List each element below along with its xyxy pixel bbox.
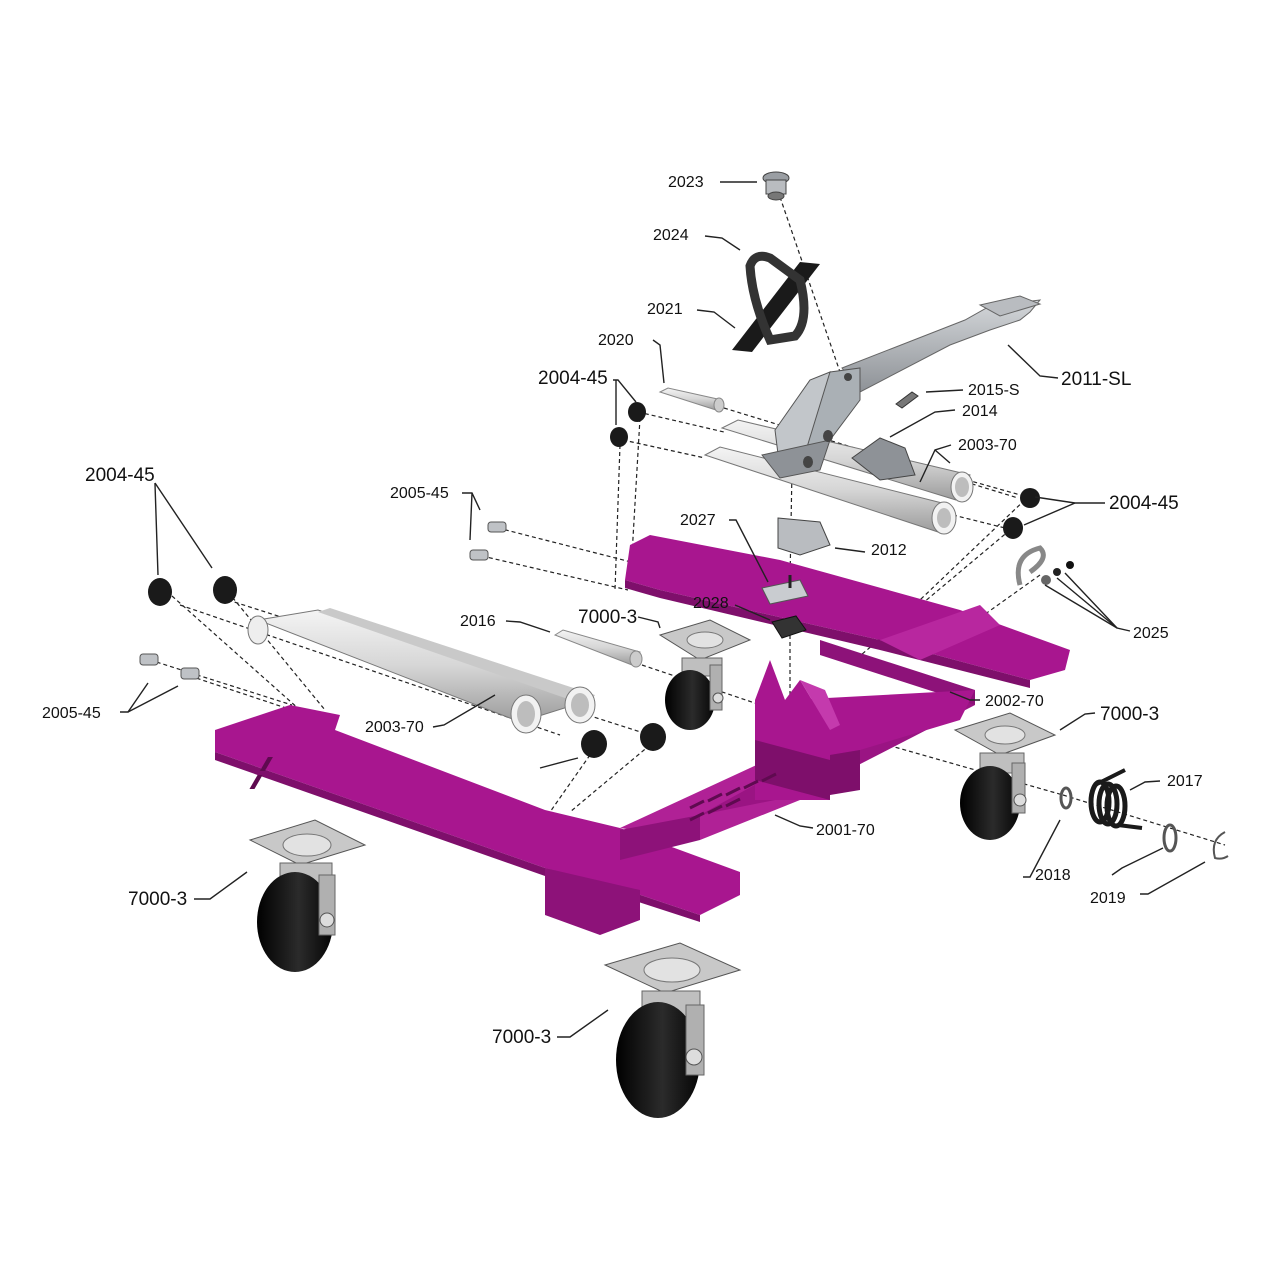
hook-icon bbox=[1015, 545, 1074, 586]
label-2002-70: 2002-70 bbox=[985, 693, 1044, 710]
label-2004-45: 2004-45 bbox=[538, 368, 608, 389]
leader-lines bbox=[120, 181, 1206, 1038]
label-2003-70: 2003-70 bbox=[365, 719, 424, 736]
label-7000-3: 7000-3 bbox=[128, 889, 188, 910]
label-2004-45: 2004-45 bbox=[1109, 493, 1179, 514]
label-2017: 2017 bbox=[1167, 773, 1203, 790]
hardware-parts bbox=[761, 171, 919, 639]
label-2012: 2012 bbox=[871, 542, 907, 559]
label-2001-70: 2001-70 bbox=[816, 822, 875, 839]
strap-handle-icon bbox=[732, 251, 820, 352]
label-2018: 2018 bbox=[1035, 867, 1071, 884]
label-2027: 2027 bbox=[680, 512, 716, 529]
label-2019: 2019 bbox=[1090, 890, 1126, 907]
spring-icon bbox=[1059, 768, 1229, 860]
caster-wheel-icon bbox=[248, 619, 1057, 1118]
label-2004-45: 2004-45 bbox=[85, 465, 155, 486]
label-7000-3: 7000-3 bbox=[1100, 704, 1160, 725]
roller-tube-upper bbox=[703, 419, 974, 535]
label-2003-70: 2003-70 bbox=[958, 437, 1017, 454]
label-2025: 2025 bbox=[1133, 625, 1169, 642]
bolt-icon bbox=[139, 521, 507, 680]
center-post bbox=[249, 660, 840, 822]
label-2011-SL: 2011-SL bbox=[1061, 369, 1132, 390]
roller-tube-icon bbox=[247, 608, 596, 734]
tow-handle-icon bbox=[761, 295, 1042, 479]
label-2021: 2021 bbox=[647, 301, 683, 318]
bushing-icon bbox=[148, 402, 1040, 758]
label-2028: 2028 bbox=[693, 595, 729, 612]
label-2023: 2023 bbox=[668, 174, 704, 191]
label-2005-45: 2005-45 bbox=[42, 705, 101, 722]
pin-icon bbox=[553, 387, 725, 668]
label-2016: 2016 bbox=[460, 613, 496, 630]
label-2015-S: 2015-S bbox=[968, 382, 1020, 399]
label-7000-3: 7000-3 bbox=[492, 1027, 552, 1048]
label-2014: 2014 bbox=[962, 403, 998, 420]
frame-2002-70 bbox=[625, 535, 1070, 800]
label-2020: 2020 bbox=[598, 332, 634, 349]
label-2024: 2024 bbox=[653, 227, 689, 244]
label-7000-3: 7000-3 bbox=[578, 607, 638, 628]
label-2005-45: 2005-45 bbox=[390, 485, 449, 502]
